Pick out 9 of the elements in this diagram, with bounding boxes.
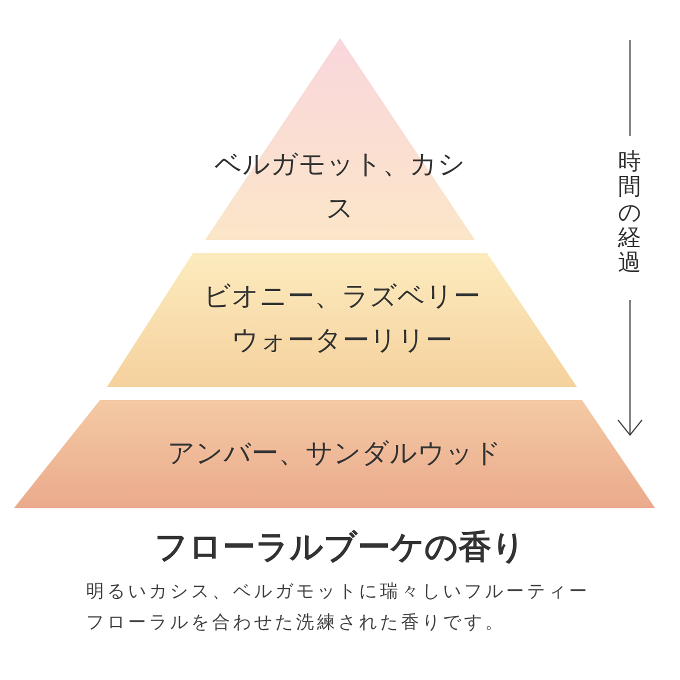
pyramid-tier bbox=[107, 253, 577, 387]
title: フローラルブーケの香り bbox=[154, 526, 526, 568]
tier-text: ビオニー、ラズベリーウォーターリリー bbox=[202, 280, 482, 358]
time-label: 時間の経過 bbox=[618, 150, 641, 276]
tier-text: ベルガモット、カシス bbox=[214, 148, 466, 226]
caption: 明るいカシス、ベルガモットに瑞々しいフルーティーフローラルを合わせた洗練された香りです。 bbox=[86, 580, 591, 635]
pyramid-tier bbox=[205, 38, 475, 240]
tier-text: アンバー、サンダルウッド bbox=[166, 437, 502, 471]
pyramid-tier bbox=[14, 400, 655, 508]
